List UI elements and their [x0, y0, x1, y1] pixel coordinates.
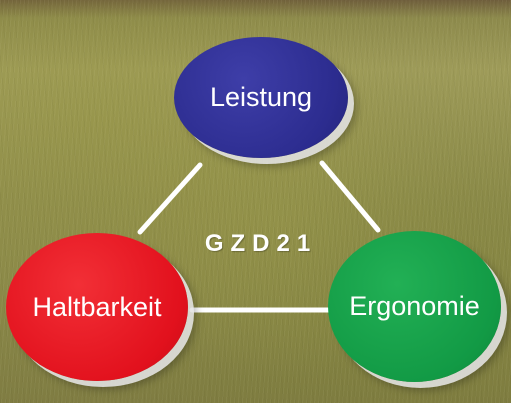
connector-leistung-haltbarkeit — [137, 162, 203, 235]
node-ergonomie: Ergonomie — [328, 231, 501, 382]
connector-leistung-ergonomie — [319, 160, 381, 233]
node-haltbarkeit: Haltbarkeit — [6, 233, 188, 381]
node-label: Ergonomie — [349, 291, 480, 321]
node-label: Leistung — [209, 82, 313, 112]
node-leistung: Leistung — [174, 37, 348, 158]
center-label: GZD21 — [204, 230, 318, 257]
node-label: Haltbarkeit — [32, 291, 162, 322]
